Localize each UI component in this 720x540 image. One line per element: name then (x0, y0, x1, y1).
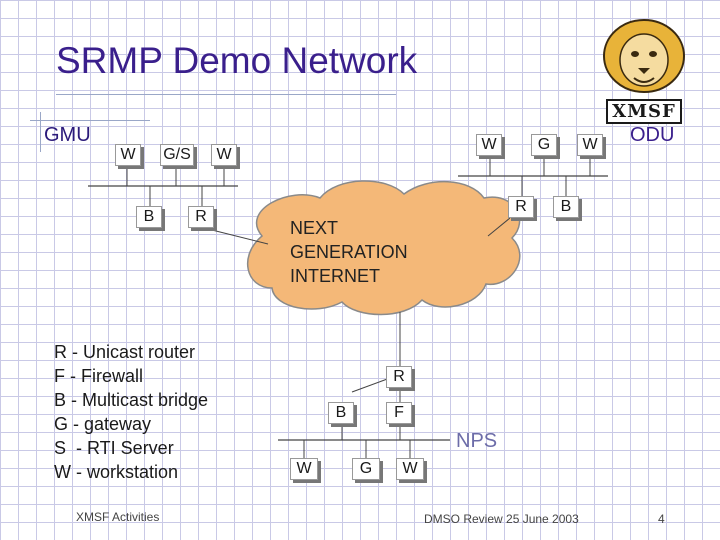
legend-item: S - RTI Server (54, 438, 174, 458)
nps-router-node: R (386, 366, 412, 388)
decorative-rule (40, 112, 41, 152)
odu-gateway-node: G (531, 134, 557, 156)
legend-item: R - Unicast router (54, 342, 196, 362)
nps-workstation-node: W (396, 458, 424, 480)
decorative-rule (30, 120, 150, 121)
logo-text: XMSF (606, 99, 682, 124)
cloud-line: GENERATION (290, 242, 408, 262)
page-title: SRMP Demo Network (56, 40, 418, 81)
legend-item: G - gateway (54, 414, 152, 434)
cloud-label: NEXT GENERATION INTERNET (290, 216, 408, 288)
nps-firewall-node: F (386, 402, 412, 424)
legend-item: B - Multicast bridge (54, 390, 209, 410)
footer-center: DMSO Review 25 June 2003 (424, 512, 579, 526)
gmu-bridge-node: B (136, 206, 162, 228)
gmu-router-node: R (188, 206, 214, 228)
odu-workstation-node: W (476, 134, 502, 156)
title-divider (56, 94, 396, 95)
page-number: 4 (658, 512, 665, 526)
xmsf-logo: XMSF (598, 14, 690, 124)
footer-left: XMSF Activities (76, 510, 160, 524)
legend-item: W - workstation (54, 462, 179, 482)
gmu-workstation-node: W (211, 144, 237, 166)
legend: R - Unicast router F - Firewall B - Mult… (54, 340, 208, 484)
gmu-workstation-node: W (115, 144, 141, 166)
odu-workstation-node: W (577, 134, 603, 156)
site-label-nps: NPS (456, 430, 498, 452)
odu-router-node: R (508, 196, 534, 218)
legend-item: F - Firewall (54, 366, 143, 386)
nps-gateway-node: G (352, 458, 380, 480)
internet-cloud (246, 180, 521, 316)
cloud-line: NEXT (290, 218, 339, 238)
odu-bridge-node: B (553, 196, 579, 218)
cloud-line: INTERNET (290, 266, 380, 286)
site-label-gmu: GMU (44, 124, 91, 146)
gmu-gateway-server-node: G/S (160, 144, 194, 166)
nps-workstation-node: W (290, 458, 318, 480)
lion-head-icon (603, 19, 685, 93)
nps-bridge-node: B (328, 402, 354, 424)
site-label-odu: ODU (630, 124, 675, 146)
